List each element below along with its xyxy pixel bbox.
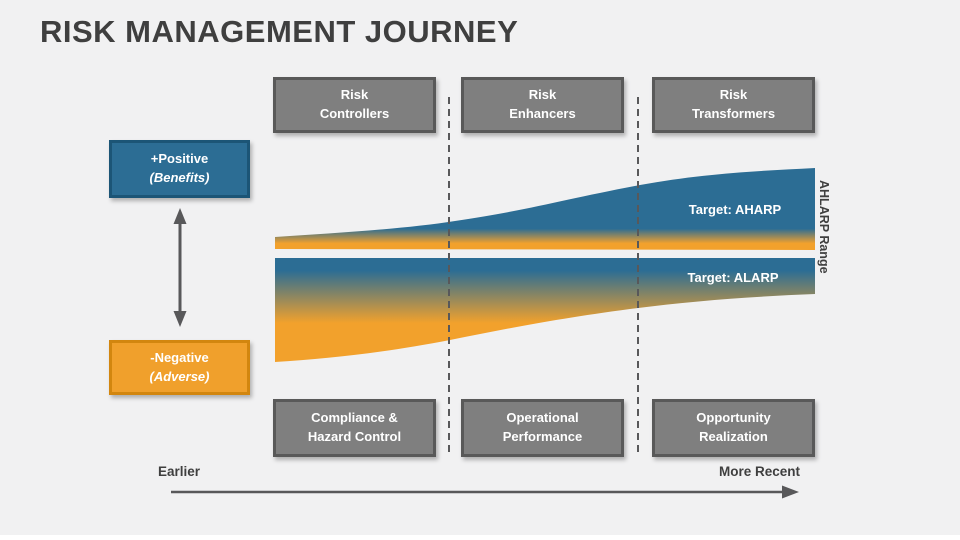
timeline-more-recent-label: More Recent (718, 464, 800, 479)
stage-box-risk-transformers: Risk Transformers (652, 77, 815, 133)
negative-label: -Negative (150, 349, 209, 365)
target-alarp-label: Target: ALARP (687, 270, 779, 285)
benefits-label: (Benefits) (149, 170, 210, 185)
stage-box-compliance-hazard-control: Compliance & Hazard Control (273, 399, 436, 457)
stage-box-opportunity-realization: Opportunity Realization (652, 399, 815, 457)
page-title: RISK MANAGEMENT JOURNEY (40, 14, 519, 49)
stage-box-risk-enhancers: Risk Enhancers (461, 77, 624, 133)
ahlarp-range-label: AHLARP Range (817, 180, 831, 274)
positive-label: +Positive (150, 151, 209, 167)
stage-box-operational-performance: Operational Performance (461, 399, 624, 457)
timeline-arrow-icon (171, 485, 799, 499)
positive-benefits-box: +Positive (Benefits) (109, 140, 250, 198)
negative-adverse-box: -Negative (Adverse) (109, 340, 250, 395)
timeline-earlier-label: Earlier (158, 464, 201, 479)
upper-wedge-shape (275, 168, 815, 250)
stage-box-risk-controllers: Risk Controllers (273, 77, 436, 133)
target-aharp-label: Target: AHARP (688, 202, 782, 217)
adverse-label: (Adverse) (149, 368, 210, 384)
updown-arrow-icon (173, 208, 187, 327)
lower-wedge-shape (275, 258, 815, 362)
slide-bottom-strip (0, 535, 960, 540)
